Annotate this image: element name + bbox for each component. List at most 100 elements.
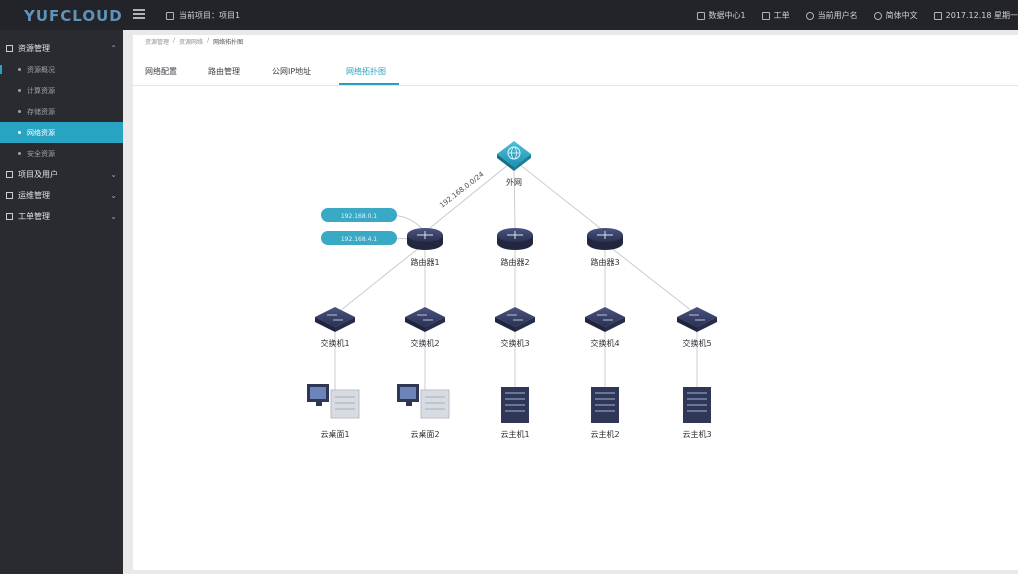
tab-network-config[interactable]: 网络配置 [145,67,177,76]
network-topology: 192.168.0.0/24 外网 192.168.0.1 192.168.4.… [307,141,717,439]
tab-bar: 网络配置 路由管理 公网IP地址 网络拓扑图 [133,57,1018,86]
link-internet-router3 [513,159,606,233]
user-menu[interactable]: 当前用户名 [805,10,858,21]
sidebar-item-resource-overview[interactable]: 资源概况 [0,59,123,80]
router-label: 路由器2 [500,257,529,267]
data-center-label: 数据中心1 [708,11,746,20]
switch-node-4[interactable]: 交换机4 [585,307,625,348]
router1-ip-pill-2[interactable]: 192.168.4.1 [321,231,397,245]
sidebar-item-network[interactable]: 网络资源 [0,122,123,143]
bullet-icon [18,110,21,113]
main-content: 资源管理 / 资源网络 / 网络拓扑图 网络配置 路由管理 公网IP地址 网络拓… [133,35,1018,570]
breadcrumb-item[interactable]: 资源管理 [145,39,170,46]
data-center-selector[interactable]: 数据中心1 [696,10,746,21]
date-display: 2017.12.18 星期一 [933,10,1018,21]
sidebar-item-security[interactable]: 安全资源 [0,143,123,164]
project-label: 当前项目：项目1 [179,11,241,20]
cube-icon [6,45,13,52]
switch-arrows-icon [327,314,343,321]
switch-node-2[interactable]: 交换机2 [405,307,445,348]
router-label: 路由器1 [410,257,439,267]
sidebar-group-operations[interactable]: 运维管理 ⌄ [0,185,123,206]
switch-label: 交换机2 [410,338,439,348]
sidebar-item-label: 存储资源 [27,107,55,116]
sidebar-group-work-orders[interactable]: 工单管理 ⌄ [0,206,123,227]
cloud-host-node-2[interactable]: 云主机2 [590,387,620,439]
breadcrumb-separator: / [207,37,210,44]
sidebar-item-compute[interactable]: 计算资源 [0,80,123,101]
chevron-down-icon: ⌄ [110,212,117,221]
switch-arrows-icon [597,314,613,321]
desktop-case-icon [330,389,360,419]
sidebar-item-label: 安全资源 [27,149,55,158]
router-node-3[interactable]: 路由器3 [587,228,623,267]
active-tab-indicator [339,83,399,85]
switch-node-5[interactable]: 交换机5 [677,307,717,348]
sidebar-item-label: 计算资源 [27,86,55,95]
work-order-link[interactable]: 工单 [761,10,790,21]
sidebar-item-label: 网络资源 [27,128,55,137]
switch-node-1[interactable]: 交换机1 [315,307,355,348]
router-node-2[interactable]: 路由器2 [497,228,533,267]
breadcrumb-separator: / [173,37,176,44]
sidebar-group-label: 资源管理 [18,44,50,53]
sidebar-group-projects-users[interactable]: 项目及用户 ⌄ [0,164,123,185]
sidebar-group-resource-management[interactable]: 资源管理 ⌃ [0,38,123,59]
ip-address: 192.168.0.1 [341,213,377,220]
cloud-host-node-3[interactable]: 云主机3 [682,387,712,439]
calendar-icon [933,11,942,20]
router-arrows-icon [597,231,613,239]
router-node-1[interactable]: 路由器1 [407,228,443,267]
link-router1-switch1 [334,242,426,316]
tab-public-ip[interactable]: 公网IP地址 [272,67,312,76]
tab-topology[interactable]: 网络拓扑图 [346,67,386,76]
router1-ip-pill-1[interactable]: 192.168.0.1 [321,208,397,222]
host-label: 云主机3 [682,429,711,439]
cloud-desktop-node-2[interactable]: 云桌面2 [397,384,450,439]
switch-arrows-icon [417,314,433,321]
globe-icon [873,11,882,20]
router-arrows-icon [417,231,433,239]
data-center-icon [696,11,705,20]
cloud-host-node-1[interactable]: 云主机1 [500,387,530,439]
internet-label: 外网 [506,177,522,187]
host-label: 云主机2 [590,429,619,439]
user-icon [805,11,814,20]
language-selector[interactable]: 简体中文 [873,10,918,21]
cloud-desktop-node-1[interactable]: 云桌面1 [307,384,360,439]
topology-links [334,159,698,390]
host-label: 云桌面1 [320,429,349,439]
user-label: 当前用户名 [817,11,858,20]
breadcrumb-item[interactable]: 资源网络 [179,39,204,46]
switch-arrows-icon [689,314,705,321]
top-bar: YUFCLOUD 当前项目：项目1 数据中心1 工单 当前用户名 简体中文 20… [0,0,1018,30]
sidebar-item-label: 资源概况 [27,65,55,74]
menu-toggle-icon[interactable] [133,9,145,20]
uplink-subnet-label: 192.168.0.0/24 [438,170,486,210]
internet-node[interactable]: 外网 [497,141,531,187]
edit-icon [6,213,13,220]
tab-routing[interactable]: 路由管理 [208,67,240,76]
switch-node-3[interactable]: 交换机3 [495,307,535,348]
link-internet-router2 [513,159,516,233]
sidebar-group-label: 工单管理 [18,212,50,221]
host-label: 云主机1 [500,429,529,439]
switch-arrows-icon [507,314,523,321]
users-icon [6,171,13,178]
sidebar-item-storage[interactable]: 存储资源 [0,101,123,122]
switch-label: 交换机3 [500,338,529,348]
bullet-icon [18,68,21,71]
switch-label: 交换机1 [320,338,349,348]
chevron-down-icon: ⌄ [110,191,117,200]
link-router3-switch5 [604,242,698,316]
app-logo: YUFCLOUD [24,7,123,25]
desktop-case-icon [420,389,450,419]
sidebar-group-label: 项目及用户 [18,170,58,179]
project-selector[interactable]: 当前项目：项目1 [166,10,240,21]
work-order-icon [761,11,770,20]
breadcrumb: 资源管理 / 资源网络 / 网络拓扑图 [145,37,243,46]
monitor-icon [6,192,13,199]
router-arrows-icon [507,231,523,239]
sidebar-group-label: 运维管理 [18,191,50,200]
language-label: 简体中文 [885,11,918,20]
